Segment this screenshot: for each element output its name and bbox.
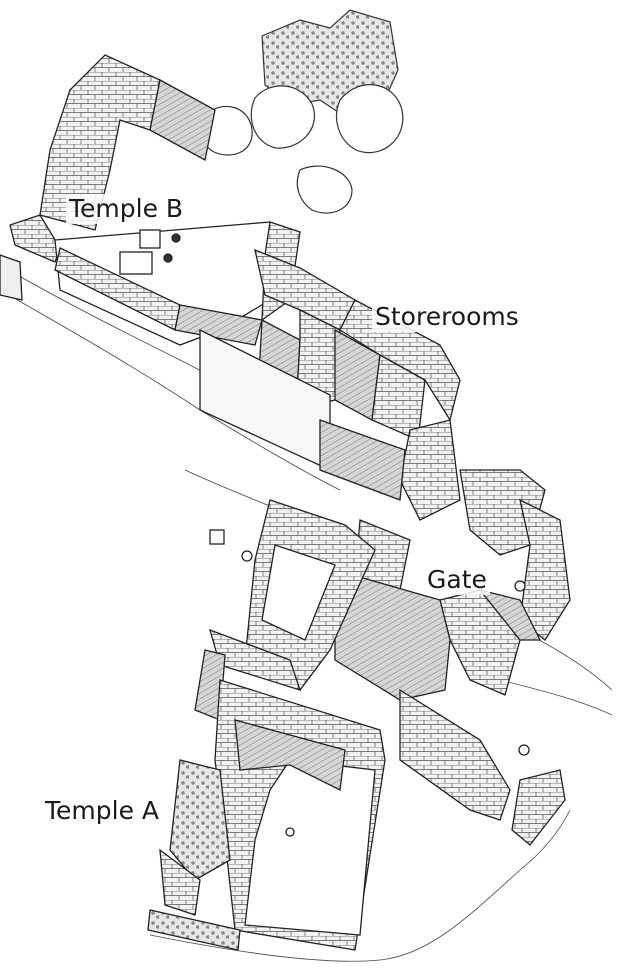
storerooms-structure: [199, 248, 461, 521]
gate-structure: [334, 469, 571, 701]
temple-a-structure: [147, 499, 566, 951]
label-temple-b: Temple B: [66, 194, 187, 224]
label-storerooms: Storerooms: [372, 302, 522, 332]
label-gate: Gate: [424, 565, 490, 595]
rock-outcrops: [199, 9, 404, 214]
label-temple-a: Temple A: [42, 796, 163, 826]
